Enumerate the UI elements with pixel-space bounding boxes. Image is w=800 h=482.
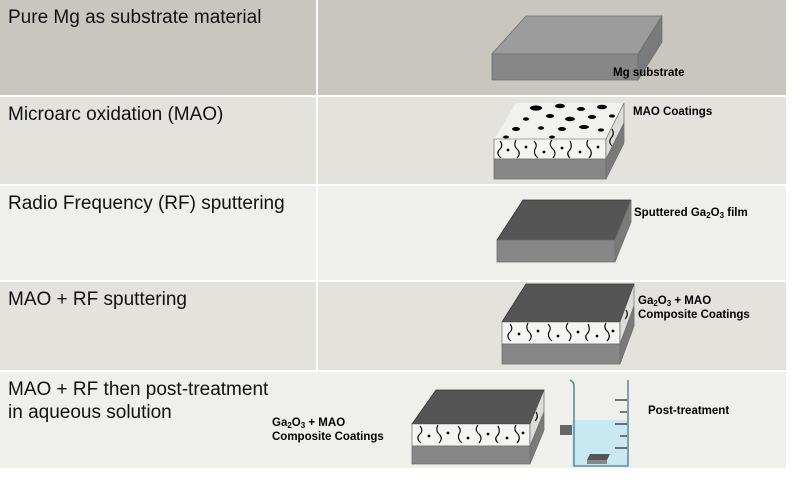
- step-title: Radio Frequency (RF) sputtering: [8, 193, 285, 214]
- composite-coatings-label: Ga2O3 + MAO Composite Coatings: [272, 417, 384, 443]
- beaker-icon: [569, 379, 629, 467]
- step-row-mao: Microarc oxidation (MAO): [0, 97, 786, 184]
- composite-coated-block: [411, 389, 545, 465]
- composite-coated-block: [501, 283, 635, 365]
- sputtered-film-block: [496, 199, 632, 263]
- step-title: Microarc oxidation (MAO): [8, 104, 224, 125]
- step-illustration-cell: MAO Coatings: [318, 97, 786, 184]
- mg-substrate-block: [491, 14, 663, 82]
- step-row-mao-rf: MAO + RF sputtering Ga2O3 + M: [0, 282, 786, 370]
- step-title-cell: MAO + RF sputtering: [0, 282, 318, 370]
- step-title-cell: Radio Frequency (RF) sputtering: [0, 186, 318, 280]
- mao-coatings-label: MAO Coatings: [633, 106, 713, 118]
- step-title-cell: MAO + RF then post-treatment in aqueous …: [0, 372, 290, 468]
- step-illustration-cell: Ga2O3 + MAO Composite Coatings: [272, 372, 786, 468]
- mao-coated-block: [493, 102, 625, 180]
- post-treatment-label: Post-treatment: [648, 405, 730, 417]
- mg-substrate-label: Mg substrate: [613, 67, 685, 79]
- crack-dots: [506, 145, 600, 154]
- composite-coatings-label: Ga2O3 + MAO Composite Coatings: [638, 295, 750, 321]
- step-title: MAO + RF then post-treatment in aqueous …: [8, 379, 269, 423]
- step-illustration-cell: Sputtered Ga2O3 film: [318, 186, 786, 280]
- pore-dots: [503, 103, 615, 139]
- step-title-cell: Microarc oxidation (MAO): [0, 97, 318, 184]
- step-illustration-cell: Ga2O3 + MAO Composite Coatings: [318, 282, 786, 370]
- step-row-rf-sputtering: Radio Frequency (RF) sputtering Sputtere…: [0, 186, 786, 280]
- step-title: Pure Mg as substrate material: [8, 7, 262, 28]
- step-illustration-cell: Mg substrate: [318, 0, 786, 95]
- step-title: MAO + RF sputtering: [8, 289, 187, 310]
- crack-lines: [497, 128, 614, 159]
- step-row-post-treatment: MAO + RF then post-treatment in aqueous …: [0, 372, 786, 468]
- step-title-cell: Pure Mg as substrate material: [0, 0, 318, 95]
- sputtered-film-label: Sputtered Ga2O3 film: [634, 207, 748, 220]
- sample-in-beaker: [587, 454, 610, 464]
- step-row-substrate: Pure Mg as substrate material Mg substra…: [0, 0, 786, 95]
